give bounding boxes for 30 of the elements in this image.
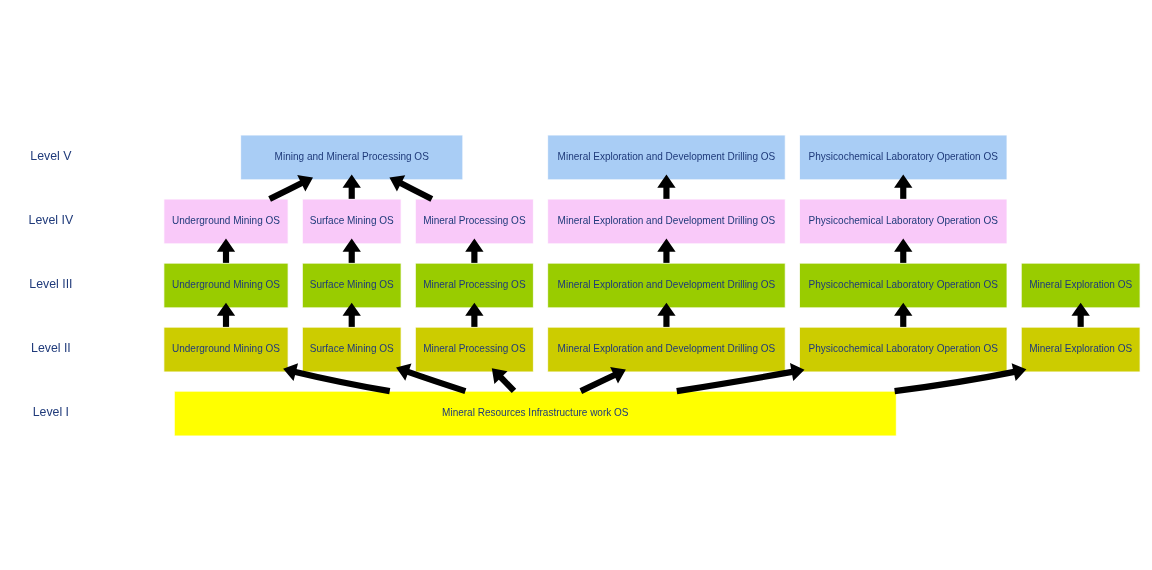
node-box: Mineral Exploration OS bbox=[1020, 326, 1141, 372]
node-box: Underground Mining OS bbox=[163, 198, 289, 244]
node-box: Physicochemical Laboratory Operation OS bbox=[799, 198, 1008, 244]
node-box: Mineral Processing OS bbox=[414, 198, 534, 244]
label: Level III bbox=[29, 276, 73, 291]
label: Level V bbox=[30, 148, 72, 163]
node-box: Mineral Processing OS bbox=[414, 326, 534, 372]
node-box: Underground Mining OS bbox=[163, 326, 289, 372]
node-box: Mineral Exploration and Development Drilling OS bbox=[547, 326, 786, 372]
arrow bbox=[894, 362, 1027, 394]
label: Level IV bbox=[28, 212, 74, 227]
arrow bbox=[491, 367, 517, 393]
arrow bbox=[268, 174, 313, 202]
node-box: Surface Mining OS bbox=[301, 262, 402, 308]
node-box: Underground Mining OS bbox=[163, 262, 289, 308]
label: Level II bbox=[31, 340, 71, 355]
node-box: Mineral Exploration OS bbox=[1020, 262, 1141, 308]
node-box: Physicochemical Laboratory Operation OS bbox=[799, 262, 1008, 308]
arrow bbox=[389, 174, 434, 202]
node-box: Mineral Exploration and Development Drilling OS bbox=[547, 198, 786, 244]
node-box: Mineral Exploration and Development Drilling OS bbox=[547, 262, 786, 308]
node-box: Mining and Mineral Processing OS bbox=[240, 134, 464, 180]
node-box: Physicochemical Laboratory Operation OS bbox=[799, 134, 1008, 180]
node-box: Surface Mining OS bbox=[301, 198, 402, 244]
node-box: Mineral Resources Infrastructure work OS bbox=[173, 390, 897, 436]
label: Level I bbox=[32, 404, 70, 419]
node-box: Physicochemical Laboratory Operation OS bbox=[799, 326, 1008, 372]
node-box: Surface Mining OS bbox=[301, 326, 402, 372]
node-box: Mineral Processing OS bbox=[414, 262, 534, 308]
node-box: Mineral Exploration and Development Drilling OS bbox=[547, 134, 786, 180]
